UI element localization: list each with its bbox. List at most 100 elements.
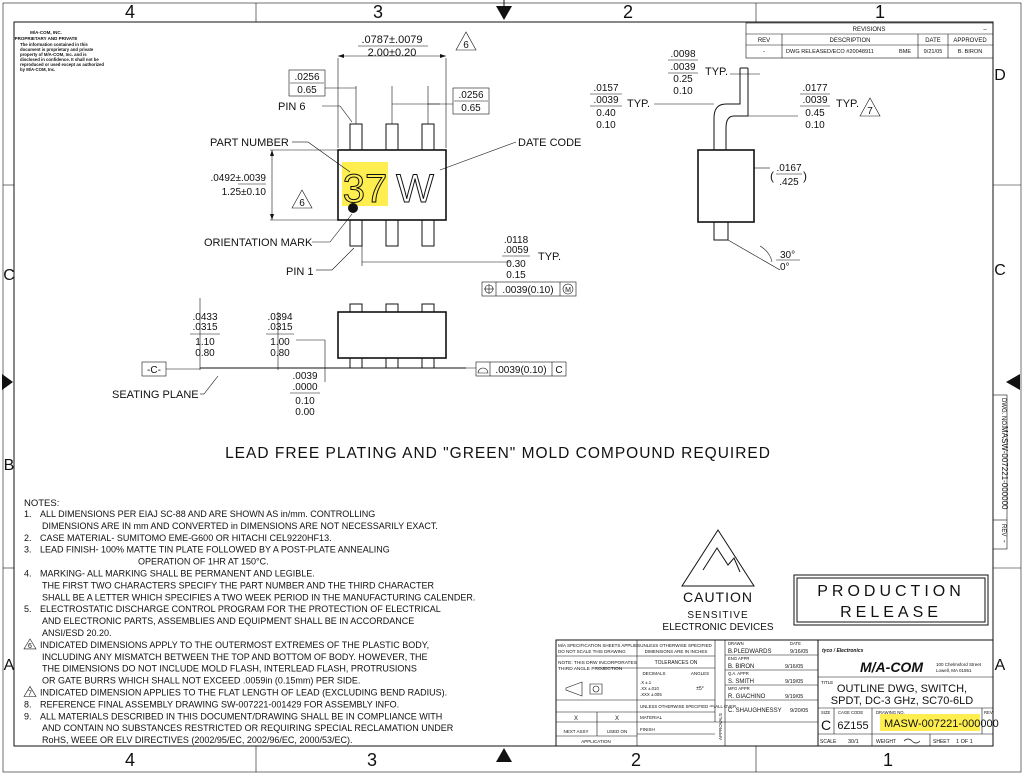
note-line: DIMENSIONS ARE IN mm AND CONVERTED in DI… bbox=[42, 521, 438, 531]
dim-lead-thk-mm1: 0.25 bbox=[673, 74, 693, 85]
svg-text:FINISH: FINISH bbox=[640, 727, 655, 732]
svg-text:M/A SPECIFICATION SHEETS APPLI: M/A SPECIFICATION SHEETS APPLIES bbox=[558, 643, 640, 648]
note-line: REFERENCE FINAL ASSEMBLY DRAWING SW-0072… bbox=[40, 699, 399, 709]
note-number: 2. bbox=[24, 533, 32, 543]
marking-date-code: W bbox=[396, 167, 434, 211]
orientation-dot bbox=[348, 203, 358, 213]
note-line: INDICATED DIMENSION APPLIES TO THE FLAT … bbox=[40, 688, 447, 698]
svg-text:APPROVED: APPROVED bbox=[953, 38, 987, 44]
revisions-table: REVISIONS – REV DESCRIPTION DATE APPROVE… bbox=[745, 22, 994, 59]
zone-top-2: 2 bbox=[623, 2, 633, 22]
svg-text:TYP.: TYP. bbox=[705, 66, 728, 78]
side-view: .0098 .0039 0.25 0.10 TYP. .0157 .0039 0… bbox=[590, 49, 881, 273]
svg-text:DECIMALS: DECIMALS bbox=[642, 671, 665, 676]
svg-text:9/16/05: 9/16/05 bbox=[785, 664, 803, 670]
note-line: MARKING- ALL MARKING SHALL BE PERMANENT … bbox=[40, 569, 315, 579]
svg-text:DWG RELEASED/ECO #20048911: DWG RELEASED/ECO #20048911 bbox=[786, 49, 874, 55]
svg-text:–: – bbox=[983, 27, 987, 33]
dim-standoff-max-mm: 0.10 bbox=[295, 396, 315, 407]
svg-text:0.65: 0.65 bbox=[297, 85, 317, 96]
caution-esd-symbol: CAUTION SENSITIVE ELECTRONIC DEVICES bbox=[662, 529, 774, 633]
dim-body-width-mm: 2.00±0.20 bbox=[368, 47, 417, 59]
note-line: CASE MATERIAL- SUMITOMO EME-G600 OR HITA… bbox=[40, 533, 332, 543]
caution-line1: SENSITIVE bbox=[687, 610, 748, 621]
label-pin6: PIN 6 bbox=[278, 101, 306, 113]
zone-bottom-4: 4 bbox=[125, 750, 135, 770]
dim-body-width-in: .0787±.0079 bbox=[361, 34, 422, 46]
svg-text:RELEASE: RELEASE bbox=[840, 604, 942, 621]
banner-lead-free: LEAD FREE PLATING AND "GREEN" MOLD COMPO… bbox=[225, 445, 771, 462]
svg-text:X: X bbox=[615, 716, 619, 722]
dim-lead-width-mm1: 0.30 bbox=[506, 259, 526, 270]
svg-text:SHEET: SHEET bbox=[933, 739, 950, 745]
svg-text:.XXX ±.005: .XXX ±.005 bbox=[640, 692, 662, 697]
svg-text:0.65: 0.65 bbox=[461, 103, 481, 114]
svg-text:THIRD ANGLE PROJECTION: THIRD ANGLE PROJECTION bbox=[558, 666, 623, 672]
note-line: ANSI/ESD 20.20. bbox=[42, 628, 112, 638]
zone-bottom-3: 3 bbox=[367, 750, 377, 770]
note-number: 9. bbox=[24, 711, 32, 721]
zone-left-b: B bbox=[4, 457, 15, 474]
svg-text:BME: BME bbox=[899, 49, 911, 55]
note-line: RoHS, WEEE OR ELV DIRECTIVES (2002/95/EC… bbox=[42, 735, 352, 745]
svg-text:ANGLES: ANGLES bbox=[691, 671, 709, 676]
company-logo: M/A-COM bbox=[860, 659, 923, 675]
dim-foot-in1: .0177 bbox=[802, 83, 827, 94]
svg-text:MATERIAL: MATERIAL bbox=[640, 715, 663, 720]
note-line: INCLUDING ANY MISMATCH BETWEEN THE TOP A… bbox=[42, 652, 428, 662]
dim-body-max-mm: 1.00 bbox=[270, 337, 290, 348]
center-mark-top bbox=[496, 6, 512, 20]
svg-text:PRODUCTION: PRODUCTION bbox=[817, 583, 965, 600]
dim-pitch-right-box bbox=[452, 87, 490, 115]
svg-text:9/16/05: 9/16/05 bbox=[790, 649, 808, 655]
svg-text:DESCRIPTION: DESCRIPTION bbox=[829, 38, 870, 44]
note-number: 3. bbox=[24, 545, 32, 555]
svg-text:DATE: DATE bbox=[925, 38, 941, 44]
label-date-code: DATE CODE bbox=[518, 137, 581, 149]
dim-pitch-left-box bbox=[288, 69, 326, 97]
note-number: 1. bbox=[24, 509, 32, 519]
svg-text:PROPRIETARY AND PRIVATE: PROPRIETARY AND PRIVATE bbox=[15, 36, 78, 41]
svg-text:.0039(0.10): .0039(0.10) bbox=[495, 365, 546, 376]
dim-lead-thk-in1: .0098 bbox=[670, 49, 695, 60]
svg-text:TYP.: TYP. bbox=[627, 98, 650, 110]
dim-body-min-mm: 0.80 bbox=[270, 348, 290, 359]
svg-text:C: C bbox=[821, 717, 831, 733]
dim-lead-len-mm2: 0.10 bbox=[596, 120, 616, 131]
svg-text:R. GIACHINO: R. GIACHINO bbox=[728, 694, 766, 700]
dim-angle-min: 0° bbox=[780, 262, 790, 273]
dim-angle-max: 30° bbox=[780, 250, 795, 261]
svg-text:9/20/05: 9/20/05 bbox=[790, 708, 808, 714]
svg-text:DO NOT SCALE THIS DRAWING: DO NOT SCALE THIS DRAWING bbox=[558, 649, 626, 654]
svg-text:.0039(0.10): .0039(0.10) bbox=[502, 285, 553, 296]
dim-lead-width-in1: .0118 bbox=[504, 235, 529, 246]
svg-text:Lowell, MA 01851: Lowell, MA 01851 bbox=[936, 668, 972, 673]
svg-text:-: - bbox=[1000, 540, 1009, 543]
svg-text:REV: REV bbox=[984, 710, 993, 715]
note-number: 6 bbox=[28, 643, 32, 650]
dim-standoff-max-in: .0039 bbox=[292, 371, 317, 382]
svg-text:9/19/05: 9/19/05 bbox=[785, 679, 803, 685]
svg-text:B.PLEDWARDS: B.PLEDWARDS bbox=[728, 649, 771, 655]
dim-height-in: .0492±.0039 bbox=[210, 173, 266, 184]
title-block: M/A SPECIFICATION SHEETS APPLIES DO NOT … bbox=[555, 639, 999, 747]
dim-foot-mm2: 0.10 bbox=[805, 120, 825, 131]
label-pin1: PIN 1 bbox=[286, 266, 314, 278]
svg-text:6Z155: 6Z155 bbox=[837, 720, 868, 732]
dim-lead-len-in1: .0157 bbox=[593, 83, 618, 94]
note-line: AND CONTAIN NO SUBSTANCES RESTRICTED OR … bbox=[42, 723, 454, 733]
svg-text:DWG. NO.: DWG. NO. bbox=[1000, 398, 1006, 427]
svg-text:DATE: DATE bbox=[790, 641, 801, 646]
svg-text:REV: REV bbox=[1000, 524, 1006, 536]
label-orientation-mark: ORIENTATION MARK bbox=[204, 237, 313, 249]
svg-text:UNLESS OTHERWISE SPECIFIED ¹²⁵: UNLESS OTHERWISE SPECIFIED ¹²⁵/ALL OVER bbox=[640, 704, 736, 709]
svg-text:C: C bbox=[555, 365, 562, 376]
svg-text:TYP.: TYP. bbox=[836, 98, 859, 110]
dim-body-max-in: .0394 bbox=[267, 312, 292, 323]
svg-text:100 Chelmsford Street: 100 Chelmsford Street bbox=[936, 662, 982, 667]
dim-height-min-mm: 0.80 bbox=[195, 348, 215, 359]
svg-text:DRAWN: DRAWN bbox=[728, 641, 744, 646]
side-tab: DWG. NO. MASW-007221-000000 REV - bbox=[992, 394, 1009, 550]
